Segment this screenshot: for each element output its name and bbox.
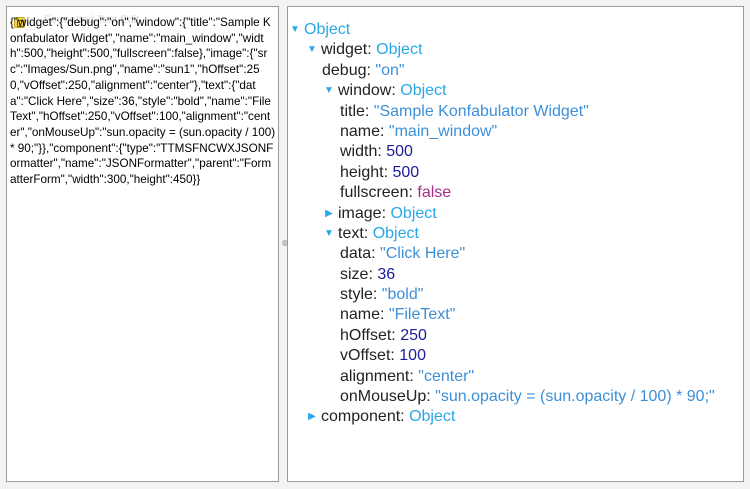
tree-node-key: alignment (340, 367, 410, 385)
json-tree-pane[interactable]: ▼ Object ▼ widget: Object debug: "on" ▼ … (287, 6, 744, 482)
tree-node-text-style[interactable]: style: "bold" (340, 286, 424, 304)
tree-node-value: Object (390, 204, 437, 222)
tree-node-key: debug (322, 61, 367, 79)
tree-node-root[interactable]: ▼ Object (288, 20, 743, 40)
tree-node-window-fullscreen[interactable]: fullscreen: false (340, 184, 452, 202)
tree-node-value: 36 (377, 265, 396, 283)
tree-node-value: "Sample Konfabulator Widget" (373, 102, 589, 120)
tree-node-key: window (338, 82, 392, 100)
tree-node-window-height[interactable]: height: 500 (340, 163, 420, 181)
triangle-down-icon[interactable]: ▼ (290, 24, 300, 35)
tree-node-value: 500 (392, 163, 420, 181)
app-icon (14, 17, 25, 28)
tree-node-value: "Click Here" (380, 245, 466, 263)
tree-node-value: "main_window" (388, 122, 498, 140)
tree-node-text-onmouseup[interactable]: onMouseUp: "sun.opacity = (sun.opacity /… (340, 388, 715, 406)
triangle-right-icon[interactable]: ▶ (325, 207, 333, 219)
tree-node-value: 100 (399, 347, 426, 365)
tree-node-text[interactable]: ▼ text: Object (288, 224, 743, 244)
tree-node-text-voffset[interactable]: vOffset: 100 (340, 347, 426, 365)
tree-node-key: data (340, 245, 372, 263)
tree-node-key: onMouseUp (340, 388, 427, 406)
triangle-right-icon[interactable]: ▶ (308, 411, 316, 423)
tree-node-component[interactable]: ▶ component: Object (288, 407, 743, 427)
tree-node-window-width[interactable]: width: 500 (340, 143, 413, 161)
tree-node-value: Object (372, 224, 419, 242)
tree-node-value: 500 (386, 143, 413, 161)
tree-node-key: vOffset (340, 347, 391, 365)
tree-node-window-name[interactable]: name: "main_window" (340, 122, 498, 140)
tree-node-key: style (340, 286, 373, 304)
tree-node-key: image (338, 204, 382, 222)
triangle-down-icon[interactable]: ▼ (324, 85, 334, 97)
tree-node-key: name (340, 122, 381, 140)
tree-node-value: Object (304, 21, 351, 38)
tree-node-window-title[interactable]: title: "Sample Konfabulator Widget" (340, 102, 589, 120)
tree-node-value: Object (400, 82, 447, 100)
tree-node-value: "on" (375, 61, 405, 79)
triangle-down-icon[interactable]: ▼ (307, 44, 317, 56)
tree-node-debug[interactable]: debug: "on" (322, 61, 405, 79)
tree-node-key: height (340, 163, 384, 181)
json-source-text[interactable]: {"widget":{"debug":"on","window":{"title… (10, 16, 276, 187)
tree-node-value: "FileText" (388, 306, 456, 324)
tree-node-key: size (340, 265, 369, 283)
tree-node-key: widget (321, 41, 368, 59)
tree-node-value: "bold" (381, 286, 424, 304)
tree-node-text-hoffset[interactable]: hOffset: 250 (340, 326, 427, 344)
tree-node-key: hOffset (340, 326, 392, 344)
tree-node-key: component (321, 408, 401, 426)
tree-node-key: name (340, 306, 381, 324)
tree-node-key: text (338, 224, 364, 242)
json-tree: ▼ Object ▼ widget: Object debug: "on" ▼ … (288, 20, 743, 428)
tree-node-value: Object (376, 41, 423, 59)
tree-node-value: false (417, 184, 452, 202)
tree-node-key: width (340, 143, 378, 161)
tree-node-value: "center" (418, 367, 475, 385)
tree-node-text-alignment[interactable]: alignment: "center" (340, 367, 475, 385)
tree-node-text-size[interactable]: size: 36 (340, 265, 396, 283)
tree-node-image[interactable]: ▶ image: Object (288, 204, 743, 224)
json-source-pane[interactable]: Formatted Text Edit {"widget":{"debug":"… (6, 6, 279, 482)
tree-node-window[interactable]: ▼ window: Object (288, 81, 743, 101)
tree-node-widget[interactable]: ▼ widget: Object (288, 40, 743, 60)
tree-node-key: fullscreen (340, 184, 409, 202)
triangle-down-icon[interactable]: ▼ (324, 227, 334, 239)
tree-node-text-data[interactable]: data: "Click Here" (340, 245, 466, 263)
tree-node-text-name[interactable]: name: "FileText" (340, 306, 456, 324)
tree-node-key: title (340, 102, 365, 120)
tree-node-value: 250 (400, 326, 427, 344)
tree-node-value: "sun.opacity = (sun.opacity / 100) * 90;… (435, 388, 715, 406)
tree-node-value: Object (409, 408, 456, 426)
